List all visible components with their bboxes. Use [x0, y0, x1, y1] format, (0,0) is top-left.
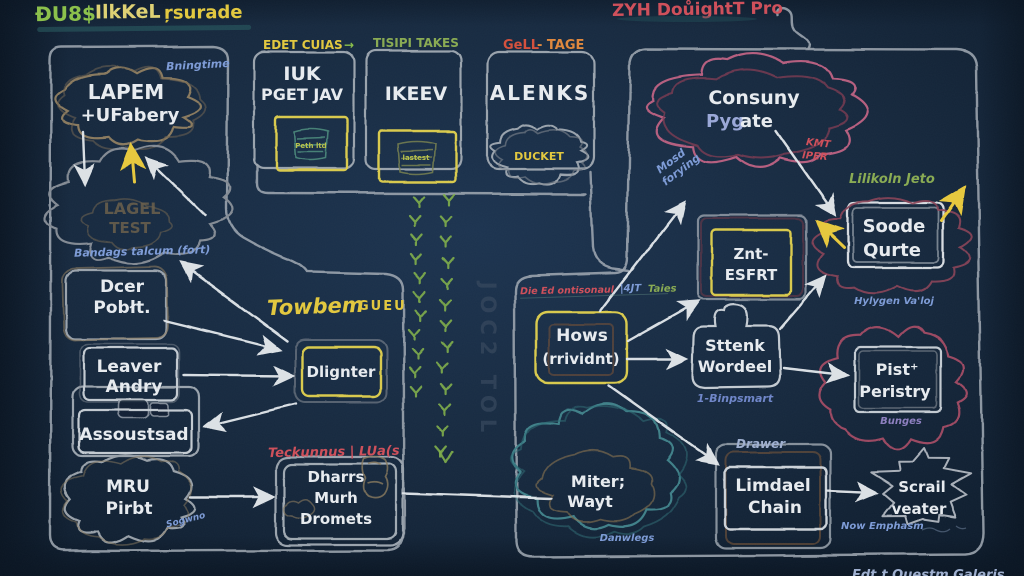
grain-overlay — [0, 0, 1024, 576]
chalkboard-diagram: ĐU8$ IlkKeL ŗsurade ZYH DoůightT Pro Edt… — [0, 0, 1024, 576]
diagram-canvas: ĐU8$ IlkKeL ŗsurade ZYH DoůightT Pro Edt… — [0, 0, 1024, 576]
